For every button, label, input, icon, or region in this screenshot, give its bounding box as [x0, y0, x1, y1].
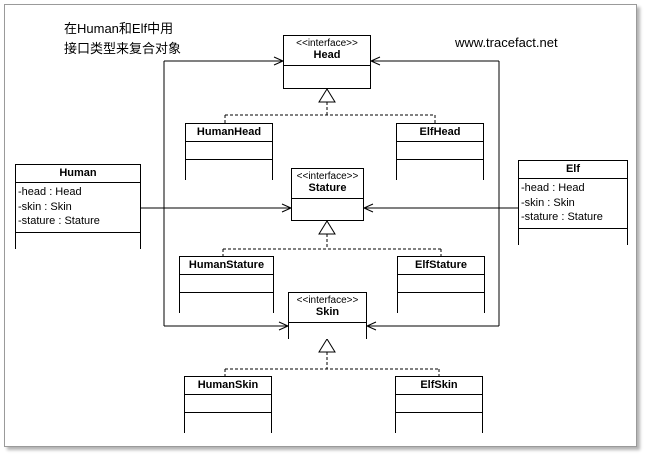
- human-class-box[interactable]: Human -head : Head -skin : Skin -stature…: [15, 164, 141, 250]
- head-stereotype-label: <<interface>>: [296, 38, 358, 49]
- human-head-methods-compartment: [186, 160, 272, 181]
- elf-stature-attributes-compartment: [398, 275, 484, 294]
- human-stature-attributes-compartment: [180, 275, 273, 294]
- elf-skin-attributes-compartment: [396, 395, 482, 414]
- elf-skin-class-box[interactable]: ElfSkin: [395, 376, 483, 434]
- elf-skin-methods-compartment: [396, 413, 482, 434]
- skin-realization-lines: [224, 338, 440, 376]
- human-stature-methods-compartment: [180, 293, 273, 314]
- human-attribute-skin: -skin : Skin: [18, 200, 72, 213]
- diagram-note: 在Human和Elf中用 接口类型来复合对象: [64, 21, 182, 56]
- elf-stature-class-title: ElfStature: [398, 257, 484, 276]
- elf-skin-class-title: ElfSkin: [396, 377, 482, 396]
- human-stature-class-box[interactable]: HumanStature: [179, 256, 274, 314]
- elf-head-methods-compartment: [397, 160, 483, 181]
- human-stature-class-title: HumanStature: [180, 257, 273, 276]
- skin-interface-name: Skin: [315, 306, 340, 319]
- stature-interface-name: Stature: [308, 182, 347, 195]
- human-skin-methods-compartment: [185, 413, 271, 434]
- head-interface-title: <<interface>> Head: [284, 36, 370, 66]
- human-methods-compartment: [16, 233, 140, 250]
- skin-stereotype-label: <<interface>>: [296, 295, 359, 306]
- human-head-class-title: HumanHead: [186, 124, 272, 143]
- human-head-class-box[interactable]: HumanHead: [185, 123, 273, 181]
- elf-attribute-stature: -stature : Stature: [521, 211, 603, 224]
- watermark-url: www.tracefact.net: [455, 35, 558, 50]
- stature-realization-lines: [222, 220, 442, 256]
- elf-attributes-compartment: -head : Head -skin : Skin -stature : Sta…: [519, 179, 627, 230]
- elf-head-class-box[interactable]: ElfHead: [396, 123, 484, 181]
- elf-class-title: Elf: [519, 161, 627, 180]
- connector-layer: [141, 56, 518, 376]
- human-skin-class-box[interactable]: HumanSkin: [184, 376, 272, 434]
- head-interface-name: Head: [313, 49, 341, 62]
- elf-head-attributes-compartment: [397, 142, 483, 161]
- head-interface-box[interactable]: <<interface>> Head: [283, 35, 371, 89]
- head-members-compartment: [284, 65, 370, 88]
- head-realization-lines: [224, 88, 436, 123]
- elf-attribute-skin: -skin : Skin: [521, 196, 575, 209]
- elf-association-lines: [362, 56, 518, 331]
- elf-class-box[interactable]: Elf -head : Head -skin : Skin -stature :…: [518, 160, 628, 246]
- elf-head-class-title: ElfHead: [397, 124, 483, 143]
- human-skin-attributes-compartment: [185, 395, 271, 414]
- human-attribute-stature: -stature : Stature: [18, 215, 100, 228]
- diagram-canvas: 在Human和Elf中用 接口类型来复合对象 www.tracefact.net…: [4, 4, 637, 447]
- skin-interface-box[interactable]: <<interface>> Skin: [288, 292, 367, 339]
- human-attribute-head: -head : Head: [18, 186, 82, 199]
- elf-stature-methods-compartment: [398, 293, 484, 314]
- stature-interface-title: <<interface>> Stature: [292, 169, 363, 199]
- stature-stereotype-label: <<interface>>: [296, 171, 359, 182]
- human-association-lines: [141, 56, 293, 331]
- stature-members-compartment: [292, 198, 363, 220]
- skin-members-compartment: [289, 322, 366, 339]
- human-class-title: Human: [16, 165, 140, 184]
- elf-stature-class-box[interactable]: ElfStature: [397, 256, 485, 314]
- skin-interface-title: <<interface>> Skin: [289, 293, 366, 323]
- human-skin-class-title: HumanSkin: [185, 377, 271, 396]
- elf-attribute-head: -head : Head: [521, 182, 585, 195]
- stature-interface-box[interactable]: <<interface>> Stature: [291, 168, 364, 221]
- human-head-attributes-compartment: [186, 142, 272, 161]
- human-attributes-compartment: -head : Head -skin : Skin -stature : Sta…: [16, 183, 140, 234]
- elf-methods-compartment: [519, 229, 627, 246]
